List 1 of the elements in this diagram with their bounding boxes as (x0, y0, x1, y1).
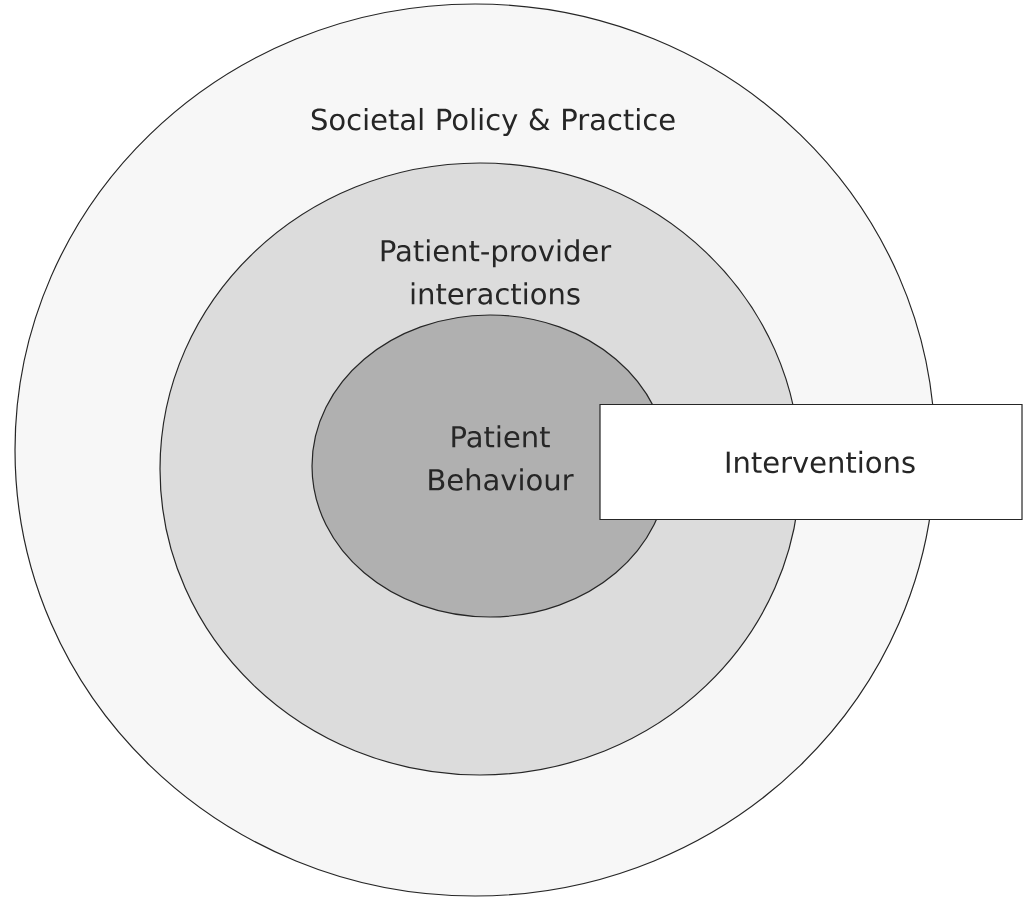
label-box: Interventions (599, 403, 1023, 521)
